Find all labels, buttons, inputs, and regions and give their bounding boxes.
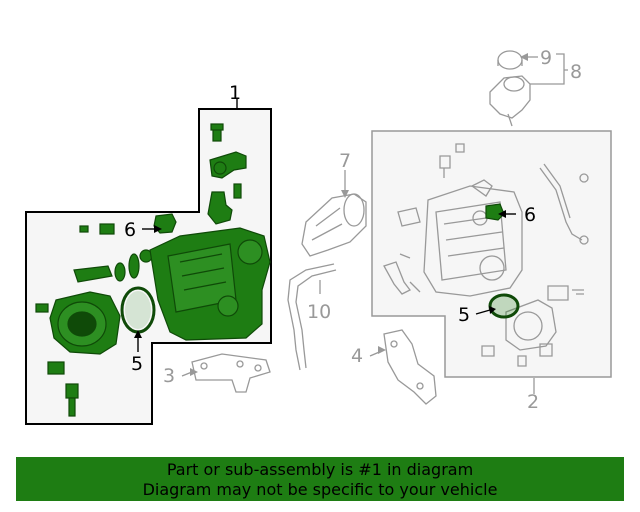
part-8-9-reservoir (489, 50, 531, 127)
sensor-right (485, 203, 505, 221)
callout-1: 1 (229, 82, 241, 104)
callout-5-right: 5 (458, 304, 470, 326)
assembly-1-parts (35, 123, 271, 417)
callout-2: 2 (527, 391, 539, 413)
callout-4: 4 (351, 345, 363, 367)
callout-6-left: 6 (124, 219, 136, 241)
callout-8: 8 (570, 61, 582, 83)
part-7-tube (301, 193, 367, 257)
callout-3: 3 (163, 365, 175, 387)
banner-line-1: Part or sub-assembly is #1 in diagram (166, 460, 474, 479)
callout-9: 9 (540, 47, 552, 69)
arrowheads (134, 210, 506, 338)
part-10-hose (287, 263, 337, 371)
callout-10: 10 (307, 301, 331, 323)
callout-6-right: 6 (524, 204, 536, 226)
info-banner: Part or sub-assembly is #1 in diagram Di… (16, 457, 624, 501)
banner-line-2: Diagram may not be specific to your vehi… (142, 480, 498, 499)
callout-5-left: 5 (131, 353, 143, 375)
callout-7: 7 (339, 150, 351, 172)
part-3-bracket (191, 353, 271, 393)
assembly-2-frame (371, 130, 612, 378)
leader-lines (137, 99, 516, 352)
grey-arrowheads (190, 53, 528, 376)
parts-diagram: 1 6 5 6 5 7 10 3 4 2 9 8 (25, 47, 612, 425)
part-4-bracket (383, 329, 437, 405)
gasket-right (488, 293, 520, 319)
